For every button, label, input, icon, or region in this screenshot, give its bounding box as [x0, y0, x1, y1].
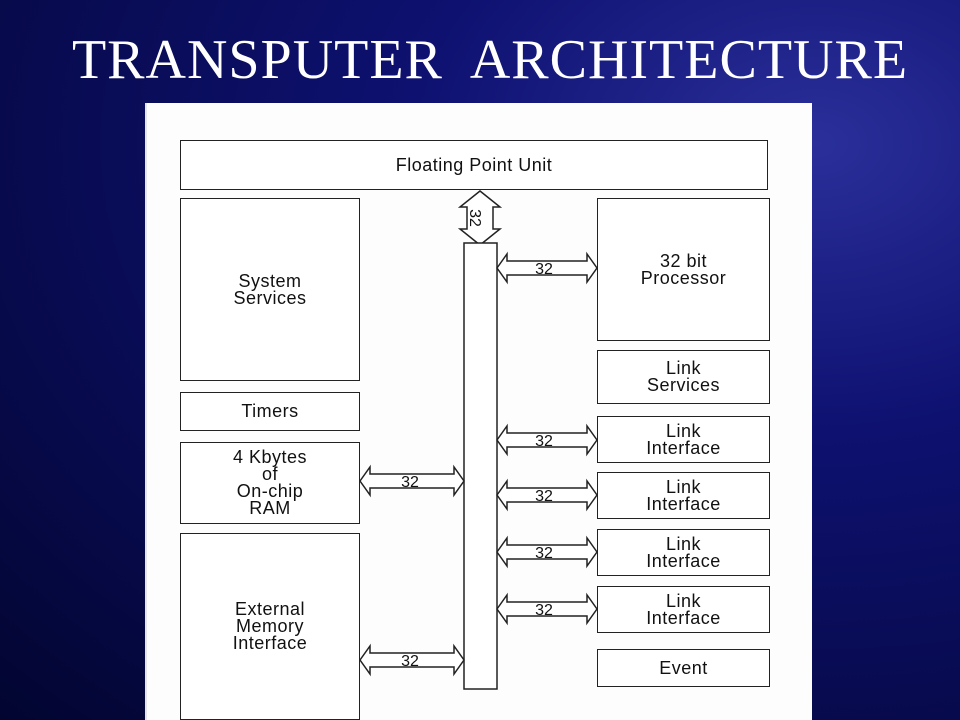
link-interface-block-2: Link Interface: [597, 472, 770, 519]
link-4-bus-width-label: 32: [535, 602, 553, 619]
bus-connections: 32 32 32 32 32 32 32 32: [359, 190, 598, 690]
event-block: Event: [597, 649, 770, 687]
ram-bus-width-label: 32: [401, 474, 419, 491]
link-1-bus-width-label: 32: [535, 433, 553, 450]
floating-point-unit-block: Floating Point Unit: [180, 140, 768, 190]
link-2-bus-width-label: 32: [535, 488, 553, 505]
external-memory-bus-arrow: [359, 643, 465, 677]
link-3-bus-arrow: [496, 535, 598, 569]
external-memory-bus-width-label: 32: [401, 653, 419, 670]
main-bus: [463, 242, 498, 690]
external-memory-interface-block: External Memory Interface: [180, 533, 360, 720]
architecture-diagram: Floating Point Unit System Services Time…: [145, 103, 812, 720]
link-interface-block-4: Link Interface: [597, 586, 770, 633]
system-services-block: System Services: [180, 198, 360, 381]
on-chip-ram-block: 4 Kbytes of On-chip RAM: [180, 442, 360, 524]
processor-bus-width-label: 32: [535, 261, 553, 278]
fpu-bus-width-label: 32: [466, 209, 483, 227]
timers-block: Timers: [180, 392, 360, 431]
processor-bus-arrow: [496, 251, 598, 285]
processor-block: 32 bit Processor: [597, 198, 770, 341]
link-interface-block-3: Link Interface: [597, 529, 770, 576]
ram-bus-arrow: [359, 464, 465, 498]
link-1-bus-arrow: [496, 423, 598, 457]
link-2-bus-arrow: [496, 478, 598, 512]
link-services-block: Link Services: [597, 350, 770, 404]
link-interface-block-1: Link Interface: [597, 416, 770, 463]
link-3-bus-width-label: 32: [535, 545, 553, 562]
link-4-bus-arrow: [496, 592, 598, 626]
slide-title: TRANSPUTER ARCHITECTURE: [71, 29, 909, 91]
